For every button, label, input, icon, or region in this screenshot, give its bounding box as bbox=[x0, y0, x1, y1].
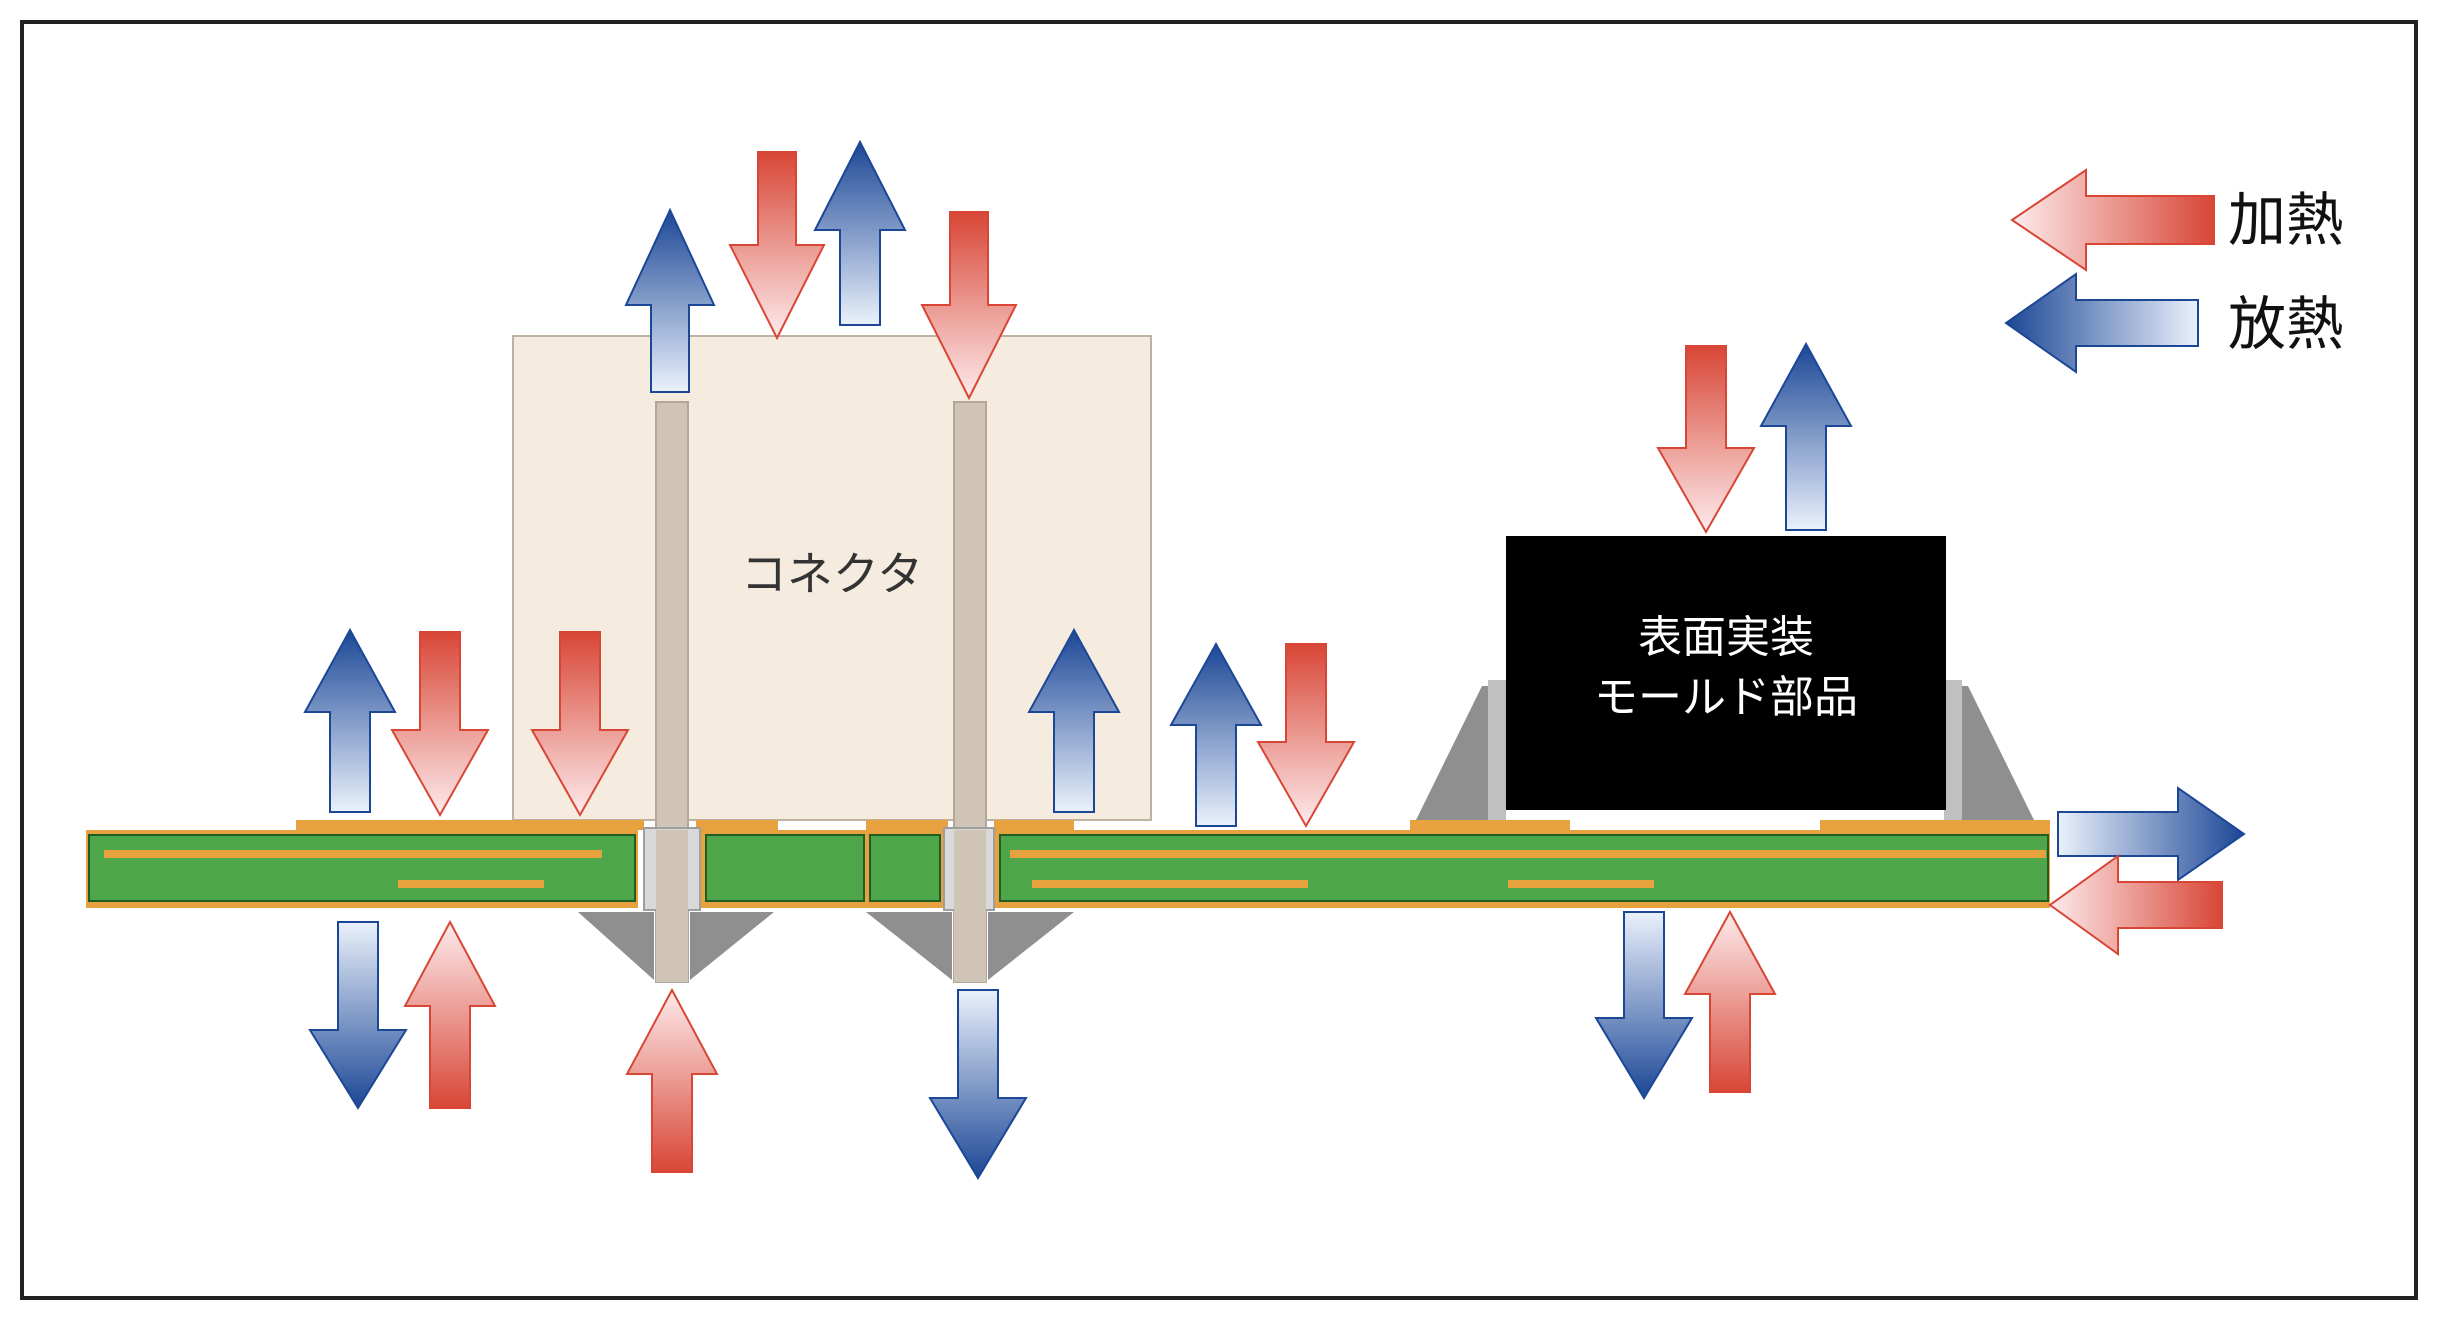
heating-arrow bbox=[728, 151, 826, 341]
smd-lead-left bbox=[1416, 686, 1504, 820]
cooling-arrow bbox=[1169, 641, 1263, 827]
heating-arrow bbox=[2048, 854, 2223, 956]
heating-arrow bbox=[1656, 345, 1756, 535]
pcb-segment-core bbox=[999, 834, 2049, 902]
pcb-segment-core bbox=[869, 834, 941, 902]
legend-cooling-label: 放熱 bbox=[2228, 290, 2344, 358]
solder-fillet bbox=[578, 912, 654, 980]
smd-component: 表面実装 モールド部品 bbox=[1416, 536, 2034, 820]
cooling-arrow bbox=[1027, 627, 1121, 813]
connector-pin-right-lower bbox=[954, 830, 986, 982]
legend-heating-arrow bbox=[2010, 168, 2215, 272]
heating-arrow bbox=[920, 211, 1018, 401]
heating-arrow bbox=[625, 987, 719, 1173]
pcb-segment-core bbox=[705, 834, 865, 902]
pcb-pad bbox=[296, 820, 644, 830]
heating-arrow bbox=[390, 631, 490, 818]
pcb-pad bbox=[994, 820, 1074, 830]
pcb-trace bbox=[1032, 880, 1308, 888]
solder-fillet bbox=[690, 912, 774, 980]
legend-cooling-arrow bbox=[2004, 272, 2199, 374]
smd-lead-right bbox=[1946, 686, 2034, 820]
smd-lead-right-pad bbox=[1944, 680, 1962, 820]
pcb-pad bbox=[866, 820, 948, 830]
pcb bbox=[86, 820, 2050, 982]
pcb-pad bbox=[696, 820, 778, 830]
connector-label: コネクタ bbox=[741, 547, 923, 601]
cooling-arrow bbox=[928, 989, 1028, 1180]
pcb-pad bbox=[1820, 820, 2050, 830]
heating-arrow bbox=[403, 919, 497, 1109]
cooling-arrow bbox=[303, 627, 397, 813]
pcb-trace bbox=[1010, 850, 2046, 858]
cooling-arrow bbox=[2057, 786, 2246, 882]
cooling-arrow bbox=[813, 139, 907, 326]
pcb-pad bbox=[1410, 820, 1570, 830]
smd-label-line1: 表面実装 bbox=[1638, 612, 1814, 663]
smd-body bbox=[1506, 536, 1946, 810]
smd-label-line2: モールド部品 bbox=[1594, 672, 1858, 723]
heating-arrow bbox=[530, 631, 630, 818]
legend: 加熱 放熱 bbox=[2004, 168, 2344, 374]
pcb-trace bbox=[104, 850, 602, 858]
heating-arrow bbox=[1256, 643, 1356, 829]
heating-arrow bbox=[1683, 909, 1777, 1093]
smd-lead-left-pad bbox=[1488, 680, 1506, 820]
cooling-arrow bbox=[308, 921, 408, 1110]
cooling-arrow bbox=[1759, 341, 1853, 531]
solder-fillet bbox=[988, 912, 1074, 980]
solder-fillet bbox=[866, 912, 952, 980]
cooling-arrow bbox=[624, 207, 716, 393]
pcb-trace bbox=[1508, 880, 1654, 888]
pcb-trace bbox=[398, 880, 544, 888]
legend-heating-label: 加熱 bbox=[2228, 186, 2344, 254]
cooling-arrow bbox=[1594, 911, 1694, 1100]
pcb-segment-core bbox=[88, 834, 636, 902]
connector-pin-left-lower bbox=[656, 830, 688, 982]
